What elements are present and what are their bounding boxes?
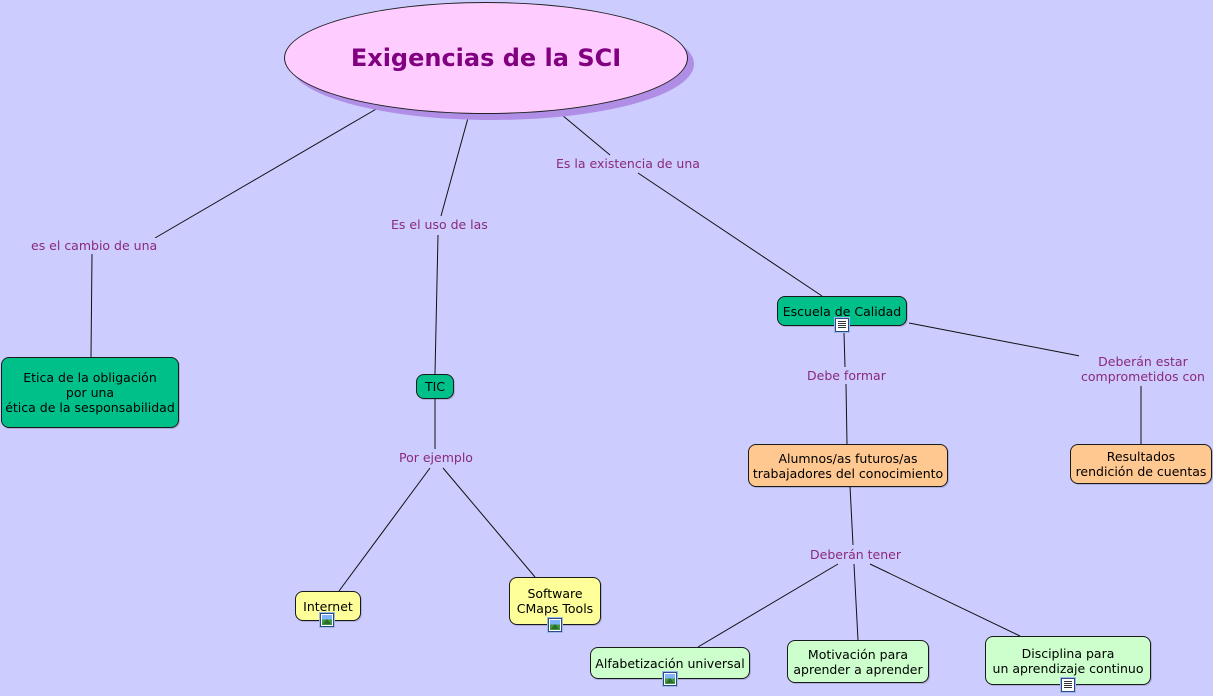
connector-line [853, 563, 859, 641]
image-icon[interactable] [320, 613, 334, 627]
link-label-comprometidos: Deberán estar comprometidos con [1079, 354, 1207, 384]
link-label-existencia: Es la existencia de una [554, 156, 702, 171]
connector-line [90, 253, 93, 358]
image-icon[interactable] [663, 672, 677, 686]
connector-line [845, 383, 848, 445]
node-etica[interactable]: Etica de la obligación por una ética de … [1, 357, 179, 428]
connector-line [154, 107, 379, 239]
node-software[interactable]: Software CMaps Tools [509, 577, 601, 625]
node-alumnos[interactable]: Alumnos/as futuros/as trabajadores del c… [748, 444, 948, 487]
link-label-cambio: es el cambio de una [29, 238, 160, 253]
link-label-tener: Deberán tener [808, 547, 903, 562]
connector-line [442, 467, 536, 578]
image-icon[interactable] [548, 618, 562, 632]
node-tic[interactable]: TIC [416, 374, 454, 399]
connector-line [869, 563, 1021, 637]
connector-line [849, 485, 854, 546]
document-icon[interactable] [835, 318, 849, 332]
connector-line [637, 172, 823, 297]
connector-line [697, 563, 839, 648]
link-label-uso: Es el uso de las [389, 217, 490, 232]
link-label-formar: Debe formar [805, 368, 888, 383]
map-title: Exigencias de la SCI [284, 2, 688, 114]
document-icon[interactable] [1061, 678, 1075, 692]
connector-line [843, 332, 846, 368]
connector-line [561, 114, 611, 156]
link-label-ejemplo: Por ejemplo [397, 450, 475, 465]
node-motivacion[interactable]: Motivación para aprender a aprender [787, 640, 929, 683]
connector-line [908, 322, 1081, 357]
connector-line [434, 234, 439, 375]
connector-line [338, 467, 431, 592]
node-resultados[interactable]: Resultados rendición de cuentas [1070, 444, 1212, 484]
connector-line [440, 117, 469, 217]
